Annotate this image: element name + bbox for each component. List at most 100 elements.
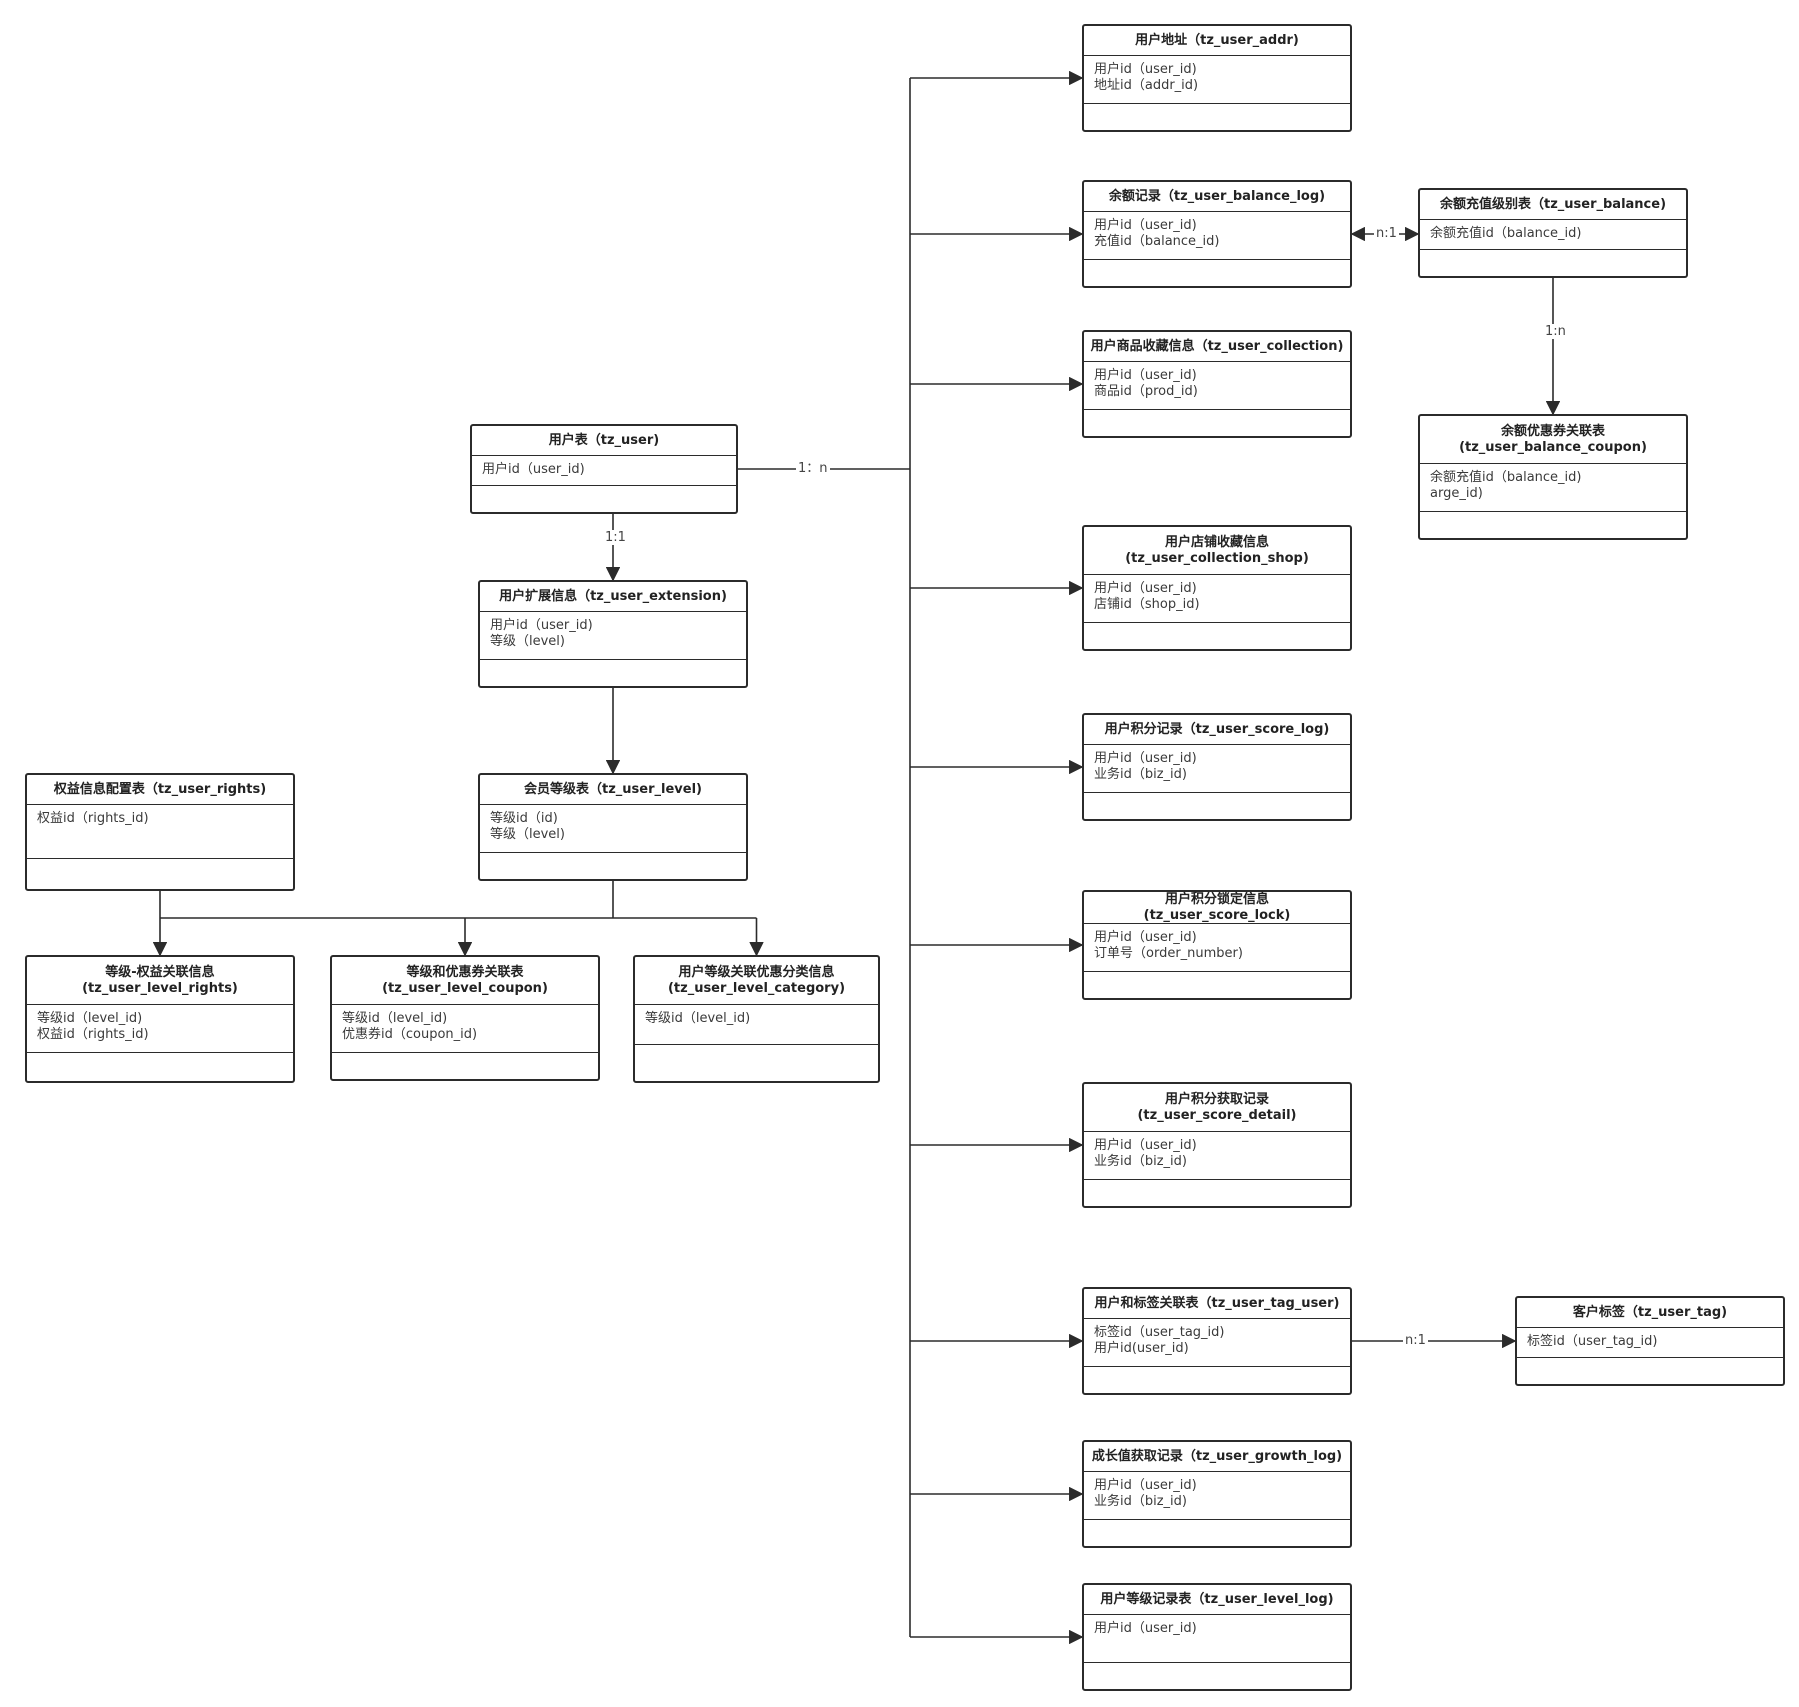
entity-tz-user-addr: 用户地址（tz_user_addr)用户id（user_id)地址id（addr…: [1082, 24, 1352, 132]
entity-title: 余额优惠券关联表 (tz_user_balance_coupon): [1420, 416, 1686, 464]
entity-methods-empty: [332, 1053, 598, 1083]
entity-field: 余额充值id（balance_id): [1430, 470, 1582, 485]
entity-fields: 用户id（user_id)等级（level): [480, 612, 746, 660]
entity-field: 用户id（user_id): [1094, 368, 1197, 383]
entity-title: 用户等级关联优惠分类信息 (tz_user_level_category): [635, 957, 878, 1005]
entity-tz-user-collection-shop: 用户店铺收藏信息 (tz_user_collection_shop)用户id（u…: [1082, 525, 1352, 651]
entity-methods-empty: [1084, 972, 1350, 1002]
entity-title: 会员等级表（tz_user_level): [480, 775, 746, 805]
relation-label-user-extension: 1:1: [603, 530, 628, 545]
entity-title: 用户商品收藏信息（tz_user_collection): [1084, 332, 1350, 362]
entity-field: 用户id（user_id): [1094, 930, 1197, 945]
entity-fields: 用户id（user_id)业务id（biz_id): [1084, 1472, 1350, 1520]
entity-tz-user-tag: 客户标签（tz_user_tag) 标签id（user_tag_id): [1515, 1296, 1785, 1386]
entity-methods-empty: [1420, 512, 1686, 542]
entity-fields: 用户id（user_id)业务id（biz_id): [1084, 1132, 1350, 1180]
entity-field: 订单号（order_number): [1094, 946, 1243, 961]
entity-fields: 用户id（user_id): [1084, 1615, 1350, 1663]
entity-field: 等级id（level_id): [645, 1011, 751, 1026]
entity-tz-user-level: 会员等级表（tz_user_level)等级id（id)等级（level): [478, 773, 748, 881]
relation-label-tag-user-tag: n:1: [1403, 1333, 1428, 1348]
entity-title: 客户标签（tz_user_tag): [1517, 1298, 1783, 1328]
entity-fields: 用户id（user_id): [472, 456, 736, 486]
entity-field: 用户id（user_id): [1094, 1138, 1197, 1153]
entity-field: 权益id（rights_id): [37, 811, 149, 826]
entity-fields: 用户id（user_id)订单号（order_number): [1084, 924, 1350, 972]
entity-tz-user-score-detail: 用户积分获取记录 (tz_user_score_detail)用户id（user…: [1082, 1082, 1352, 1208]
entity-title: 用户积分获取记录 (tz_user_score_detail): [1084, 1084, 1350, 1132]
entity-methods-empty: [1084, 260, 1350, 290]
entity-field: 用户id(user_id): [1094, 1341, 1189, 1356]
entity-field: 业务id（biz_id): [1094, 1154, 1187, 1169]
entity-field: 地址id（addr_id): [1094, 78, 1199, 93]
entity-tz-user-score-log: 用户积分记录（tz_user_score_log) 用户id（user_id)业务…: [1082, 713, 1352, 821]
entity-tz-user-balance: 余额充值级别表（tz_user_balance) 余额充值id（balance_i…: [1418, 188, 1688, 278]
entity-field: 用户id（user_id): [1094, 751, 1197, 766]
entity-tz-user-rights: 权益信息配置表（tz_user_rights) 权益id（rights_id): [25, 773, 295, 891]
entity-field: 等级（level): [490, 634, 565, 649]
entity-methods-empty: [1084, 1367, 1350, 1397]
entity-title: 等级和优惠券关联表 (tz_user_level_coupon): [332, 957, 598, 1005]
entity-tz-user-level-rights: 等级-权益关联信息 (tz_user_level_rights)等级id（lev…: [25, 955, 295, 1083]
entity-methods-empty: [1084, 623, 1350, 653]
entity-field: 用户id（user_id): [1094, 62, 1197, 77]
relation-label-balance-coupon: 1:n: [1543, 324, 1568, 339]
entity-fields: 用户id（user_id)店铺id（shop_id): [1084, 575, 1350, 623]
entity-methods-empty: [27, 1053, 293, 1085]
entity-tz-user-level-coupon: 等级和优惠券关联表 (tz_user_level_coupon)等级id（lev…: [330, 955, 600, 1081]
relation-label-user-trunk: 1：n: [796, 461, 830, 476]
entity-title: 用户扩展信息（tz_user_extension): [480, 582, 746, 612]
entity-title: 等级-权益关联信息 (tz_user_level_rights): [27, 957, 293, 1005]
entity-tz-user-tag-user: 用户和标签关联表（tz_user_tag_user)标签id（user_tag_…: [1082, 1287, 1352, 1395]
entity-fields: 余额充值id（balance_id): [1420, 220, 1686, 250]
entity-field: 等级id（level_id): [37, 1011, 143, 1026]
entity-field: 余额充值id（balance_id): [1430, 226, 1582, 241]
entity-methods-empty: [472, 486, 736, 516]
entity-title: 用户积分记录（tz_user_score_log): [1084, 715, 1350, 745]
entity-field: 业务id（biz_id): [1094, 767, 1187, 782]
entity-field: 优惠券id（coupon_id): [342, 1027, 478, 1042]
entity-title: 权益信息配置表（tz_user_rights): [27, 775, 293, 805]
entity-fields: 标签id（user_tag_id): [1517, 1328, 1783, 1358]
entity-title: 用户等级记录表（tz_user_level_log): [1084, 1585, 1350, 1615]
entity-field: 业务id（biz_id): [1094, 1494, 1187, 1509]
entity-field: 权益id（rights_id): [37, 1027, 149, 1042]
entity-tz-user-level-log: 用户等级记录表（tz_user_level_log) 用户id（user_id): [1082, 1583, 1352, 1691]
entity-title: 用户和标签关联表（tz_user_tag_user): [1084, 1289, 1350, 1319]
entity-fields: 等级id（id)等级（level): [480, 805, 746, 853]
relation-label-balance-log-balance: n:1: [1374, 226, 1399, 241]
entity-field: 等级（level): [490, 827, 565, 842]
entity-tz-user-balance-coupon: 余额优惠券关联表 (tz_user_balance_coupon)余额充值id（…: [1418, 414, 1688, 540]
entity-field: 用户id（user_id): [490, 618, 593, 633]
entity-fields: 余额充值id（balance_id)arge_id): [1420, 464, 1686, 512]
entity-title: 用户店铺收藏信息 (tz_user_collection_shop): [1084, 527, 1350, 575]
entity-title: 余额充值级别表（tz_user_balance): [1420, 190, 1686, 220]
entity-tz-user-extension: 用户扩展信息（tz_user_extension)用户id（user_id)等级…: [478, 580, 748, 688]
entity-fields: 用户id（user_id)充值id（balance_id): [1084, 212, 1350, 260]
entity-field: 店铺id（shop_id): [1094, 597, 1200, 612]
entity-field: 用户id（user_id): [1094, 218, 1197, 233]
entity-fields: 等级id（level_id)优惠券id（coupon_id): [332, 1005, 598, 1053]
entity-tz-user-level-category: 用户等级关联优惠分类信息 (tz_user_level_category) 等级i…: [633, 955, 880, 1083]
entity-field: 标签id（user_tag_id): [1527, 1334, 1658, 1349]
entity-methods-empty: [1517, 1358, 1783, 1388]
entity-field: 用户id（user_id): [482, 462, 585, 477]
entity-fields: 用户id（user_id)商品id（prod_id): [1084, 362, 1350, 410]
entity-methods-empty: [1084, 793, 1350, 823]
entity-field: 用户id（user_id): [1094, 1621, 1197, 1636]
entity-methods-empty: [1084, 1180, 1350, 1210]
entity-field: 用户id（user_id): [1094, 1478, 1197, 1493]
entity-methods-empty: [1420, 250, 1686, 280]
entity-tz-user-score-lock: 用户积分锁定信息 (tz_user_score_lock)用户id（user_i…: [1082, 890, 1352, 1000]
entity-tz-user-collection: 用户商品收藏信息（tz_user_collection)用户id（user_id…: [1082, 330, 1352, 438]
entity-methods-empty: [1084, 1520, 1350, 1550]
entity-field: 等级id（level_id): [342, 1011, 448, 1026]
entity-title: 用户地址（tz_user_addr): [1084, 26, 1350, 56]
entity-title: 成长值获取记录（tz_user_growth_log): [1084, 1442, 1350, 1472]
entity-methods-empty: [1084, 104, 1350, 134]
entity-fields: 用户id（user_id)地址id（addr_id): [1084, 56, 1350, 104]
entity-field: 商品id（prod_id): [1094, 384, 1198, 399]
entity-fields: 等级id（level_id)权益id（rights_id): [27, 1005, 293, 1053]
entity-methods-empty: [1084, 1663, 1350, 1693]
